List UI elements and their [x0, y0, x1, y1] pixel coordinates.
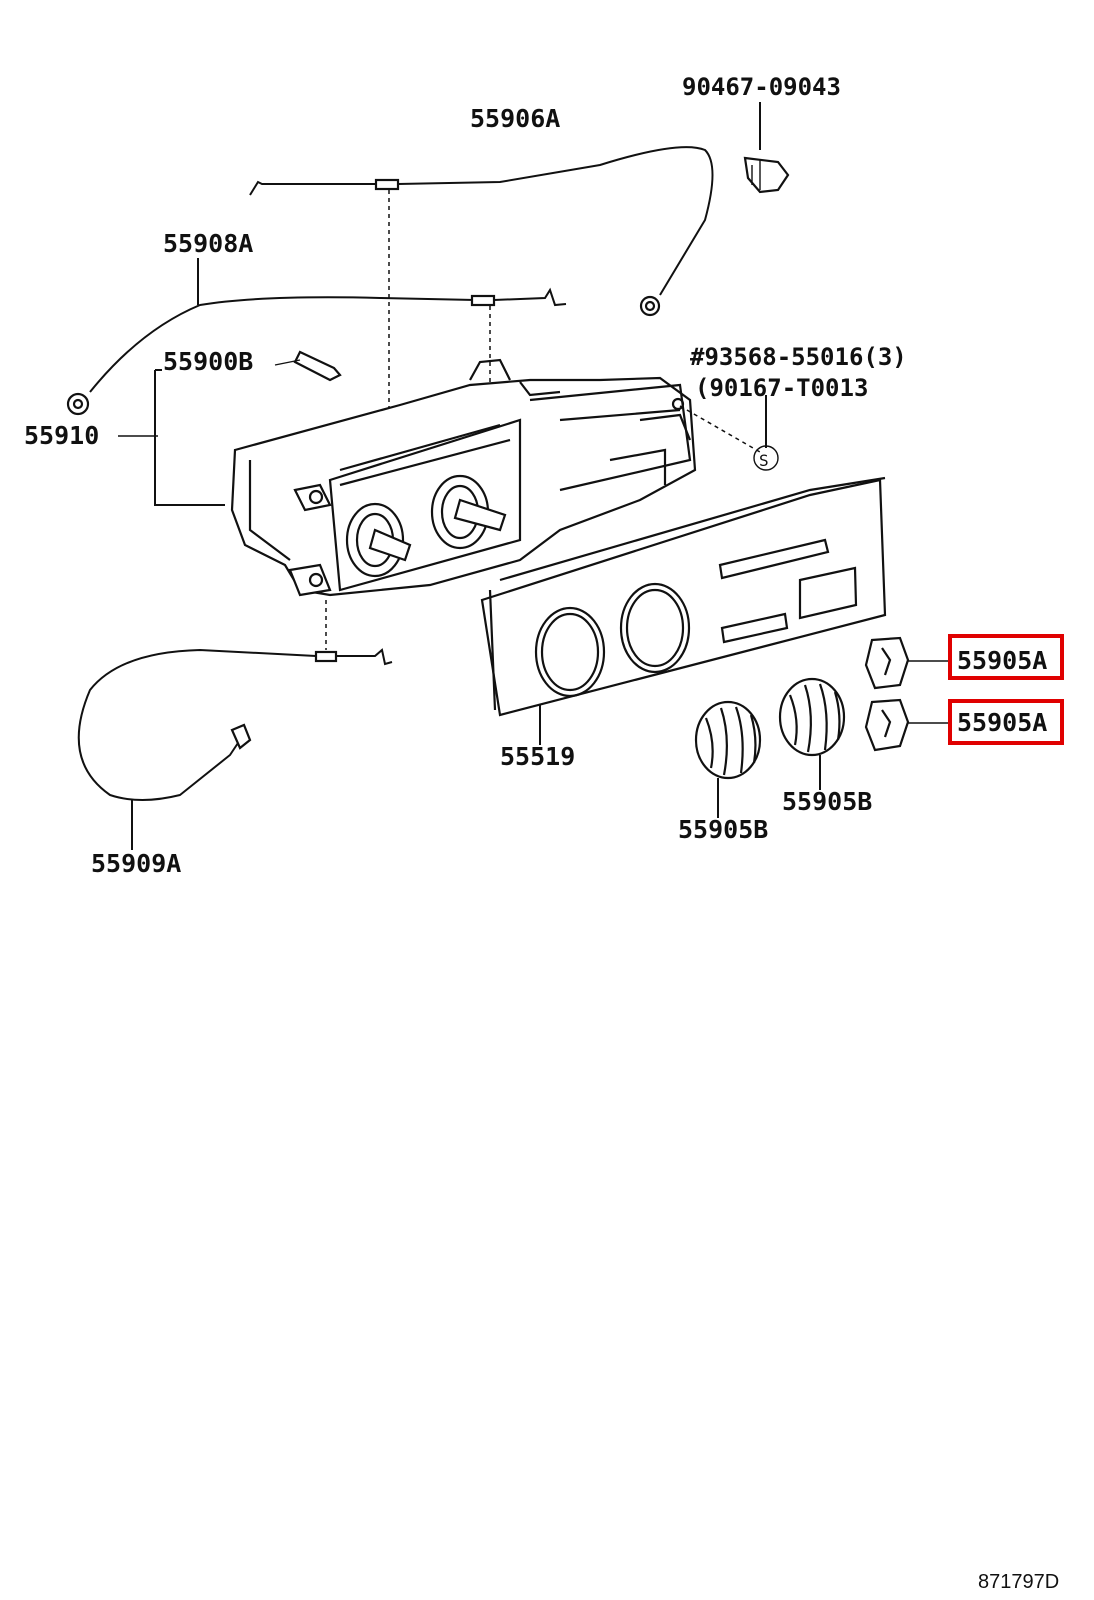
label-screw-93568: #93568-55016(3)	[690, 343, 907, 371]
cable-55908a	[66, 258, 567, 416]
label-55909a: 55909A	[91, 849, 181, 878]
bulb-55900b	[274, 350, 342, 382]
screw-symbol: S	[759, 451, 769, 470]
knob-55905a-upper	[864, 636, 950, 690]
label-55908a: 55908A	[163, 229, 253, 258]
label-55519: 55519	[500, 742, 575, 771]
label-55905b-left: 55905B	[678, 815, 768, 844]
knob-55905a-lower	[864, 698, 950, 752]
front-panel-55519	[480, 476, 887, 745]
control-housing	[230, 358, 697, 597]
label-55910: 55910	[24, 421, 99, 450]
label-55905a-upper: 55905A	[957, 646, 1047, 675]
grommet-leader	[118, 369, 225, 506]
screw-leader	[679, 395, 779, 471]
label-55905b-right: 55905B	[782, 787, 872, 816]
clip-90467-09043	[743, 102, 790, 194]
label-90467-09043: 90467-09043	[682, 73, 841, 101]
highlight-box-lower	[948, 699, 1064, 745]
label-screw-90167: (90167-T0013	[695, 374, 868, 402]
cable-55906a	[249, 146, 714, 420]
highlight-box-upper	[948, 634, 1064, 680]
label-55906a: 55906A	[470, 104, 560, 133]
knob-55905b-left	[694, 700, 762, 818]
diagram-id: 871797D	[978, 1571, 1059, 1593]
knob-55905b-right	[778, 677, 846, 790]
cable-55909a	[77, 600, 393, 850]
label-55905a-lower: 55905A	[957, 708, 1047, 737]
label-55900b: 55900B	[163, 347, 253, 376]
